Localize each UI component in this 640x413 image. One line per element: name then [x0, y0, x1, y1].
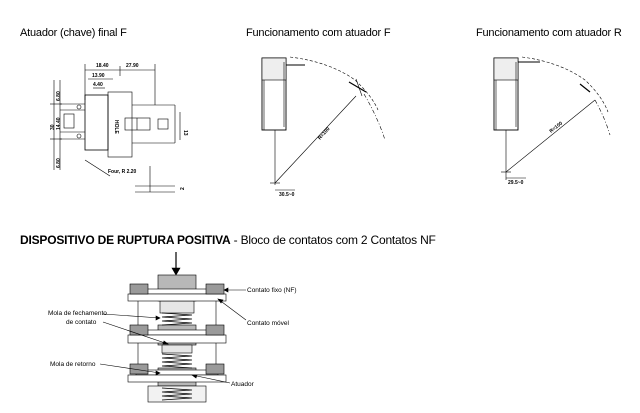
- dim-13: 13: [182, 130, 188, 136]
- dim-hole: HOLE: [113, 120, 119, 135]
- label-mola-fechamento-2: de contato: [66, 319, 97, 326]
- dim-680a: 6.80: [56, 91, 62, 101]
- dim-30: 30: [50, 124, 56, 130]
- actuator-f-dimensions: 18.40 27.90 13.90 4.40 6.80 30 14.40 13 …: [50, 63, 188, 190]
- func-r-drawing: [493, 56, 611, 180]
- label-contato-fixo: Contato fixo (NF): [247, 287, 297, 294]
- dim-four-r220: Four, R 2.20: [108, 169, 137, 175]
- section-heading-rest: - Bloco de contatos com 2 Contatos NF: [230, 233, 436, 247]
- title-func-f: Funcionamento com atuador F: [246, 27, 391, 39]
- dim-1390: 13.90: [92, 73, 105, 79]
- title-actuator-f: Atuador (chave) final F: [20, 27, 127, 39]
- dim-2: 2: [180, 187, 186, 190]
- dim-1440: 14.40: [56, 117, 62, 130]
- func-f-offset: 30.5~0: [279, 192, 295, 198]
- label-mola-retorno: Mola de retorno: [50, 361, 96, 368]
- actuator-f-drawing: [50, 64, 181, 193]
- dim-1840: 18.40: [96, 63, 109, 69]
- dim-2790: 27.90: [126, 63, 139, 69]
- dim-440: 4.40: [93, 82, 103, 88]
- func-f-radius: R=100: [317, 126, 332, 141]
- func-r-offset: 29.5~0: [508, 180, 524, 186]
- contact-block-labels: Contato fixo (NF) Mola de fechamento de …: [48, 287, 297, 388]
- title-func-r: Funcionamento com atuador R: [476, 27, 622, 39]
- label-mola-fechamento-1: Mola de fechamento: [48, 310, 107, 317]
- label-contato-movel: Contato móvel: [247, 320, 289, 327]
- contact-block-diagram: [99, 252, 247, 403]
- section-heading-bold: DISPOSITIVO DE RUPTURA POSITIVA: [20, 233, 231, 247]
- func-f-drawing: [261, 56, 386, 191]
- label-atuador: Atuador: [231, 381, 255, 388]
- dim-680b: 6.80: [56, 158, 62, 168]
- func-r-radius: R=100: [549, 121, 565, 135]
- section-heading: DISPOSITIVO DE RUPTURA POSITIVA - Bloco …: [20, 233, 436, 247]
